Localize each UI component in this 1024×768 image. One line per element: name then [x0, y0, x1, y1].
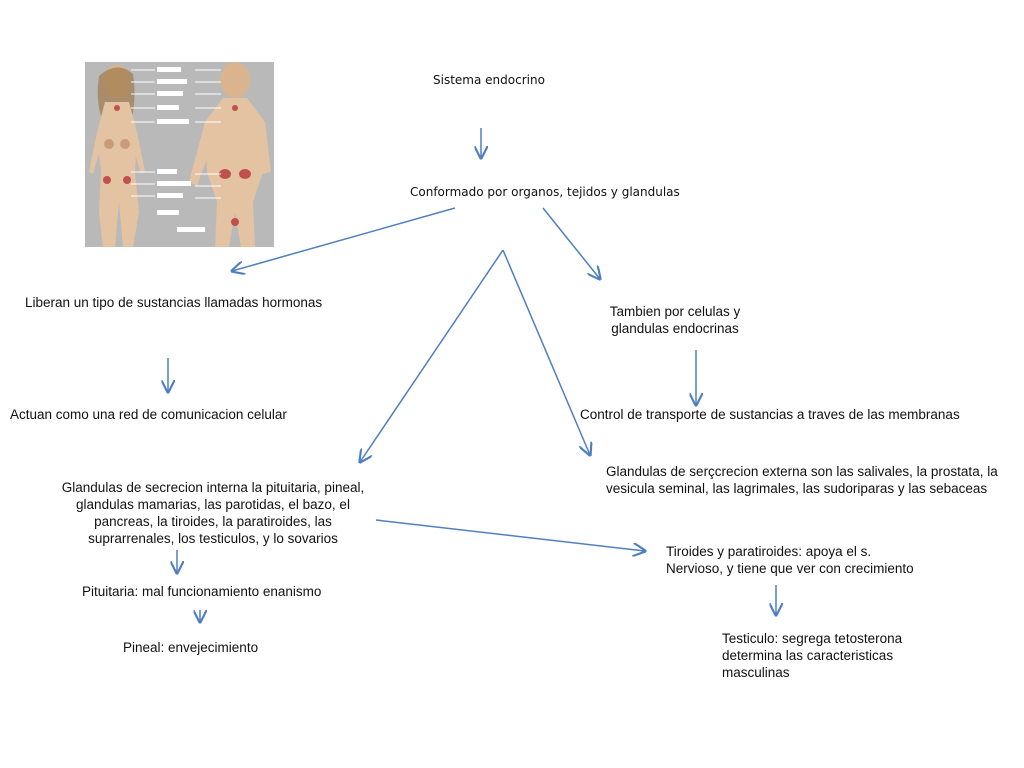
node-pituitaria: Pituitaria: mal funcionamiento enanismo: [82, 583, 321, 600]
node-tiroides-line2: Nervioso, y tiene que ver con crecimient…: [666, 560, 914, 577]
node-celulas-line2: glandulas endocrinas: [590, 320, 760, 337]
title: Sistema endocrino: [433, 72, 545, 89]
node-celulas: Tambien por celulas y glandulas endocrin…: [590, 303, 760, 337]
node-tiroides-line1: Tiroides y paratiroides: apoya el s.: [666, 543, 914, 560]
arrow-to-celulas: [543, 208, 600, 279]
node-pineal: Pineal: envejecimiento: [123, 639, 258, 656]
arrow-to-hormonas: [232, 208, 455, 271]
node-interna: Glandulas de secrecion interna la pituit…: [50, 479, 376, 547]
node-testiculo: Testiculo: segrega tetosterona determina…: [722, 630, 922, 681]
node-celulas-line1: Tambien por celulas y: [590, 303, 760, 320]
node-tiroides: Tiroides y paratiroides: apoya el s. Ner…: [666, 543, 914, 577]
node-red: Actuan como una red de comunicacion celu…: [10, 406, 287, 423]
arrow-to-externa: [503, 250, 590, 455]
node-conformado: Conformado por organos, tejidos y glandu…: [410, 184, 680, 201]
node-externa: Glandulas de serçcrecion externa son las…: [606, 463, 1001, 497]
node-control: Control de transporte de sustancias a tr…: [580, 406, 960, 423]
node-hormonas: Liberan un tipo de sustancias llamadas h…: [25, 294, 322, 311]
arrow-to-interna: [360, 250, 503, 462]
arrow-interna-to-tiroides: [376, 520, 645, 551]
